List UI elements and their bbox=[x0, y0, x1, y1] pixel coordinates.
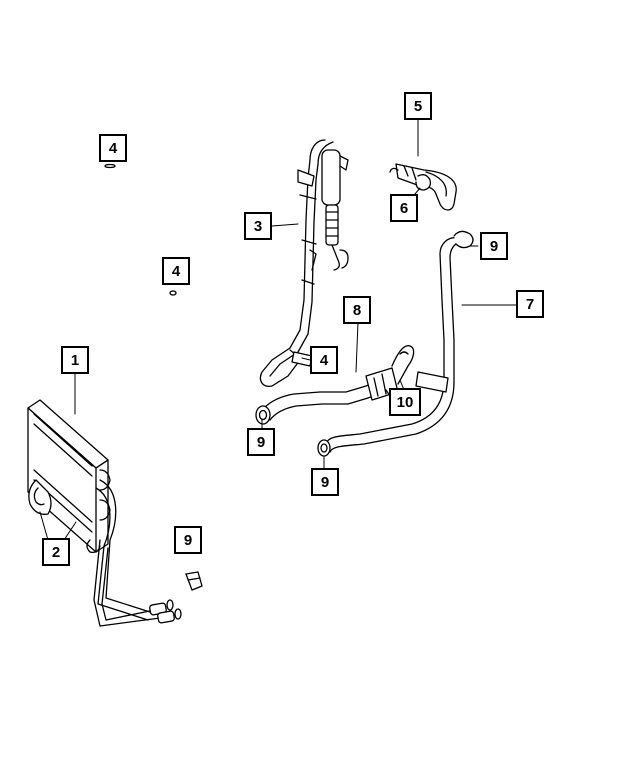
callout-9d: 9 bbox=[174, 526, 202, 554]
callout-1: 1 bbox=[61, 346, 89, 374]
callout-9b: 9 bbox=[247, 428, 275, 456]
return-hose-part bbox=[389, 163, 457, 211]
clip-part bbox=[185, 571, 203, 591]
cooler-lines-part bbox=[93, 479, 182, 627]
callout-9a: 9 bbox=[480, 232, 508, 260]
callout-2: 2 bbox=[42, 538, 70, 566]
callout-7: 7 bbox=[516, 290, 544, 318]
callout-4c: 4 bbox=[310, 346, 338, 374]
o-ring-part-1 bbox=[104, 163, 116, 169]
callout-9c: 9 bbox=[311, 468, 339, 496]
cooler-hose-part bbox=[317, 230, 474, 457]
callout-3: 3 bbox=[244, 212, 272, 240]
oil-cooler-part bbox=[27, 399, 111, 554]
o-ring-part-2 bbox=[169, 290, 177, 296]
callout-4a: 4 bbox=[99, 134, 127, 162]
callout-4b: 4 bbox=[162, 257, 190, 285]
callout-8: 8 bbox=[343, 296, 371, 324]
leader-lines bbox=[39, 119, 519, 541]
callout-5: 5 bbox=[404, 92, 432, 120]
callout-10: 10 bbox=[389, 388, 421, 416]
callout-6: 6 bbox=[390, 194, 418, 222]
